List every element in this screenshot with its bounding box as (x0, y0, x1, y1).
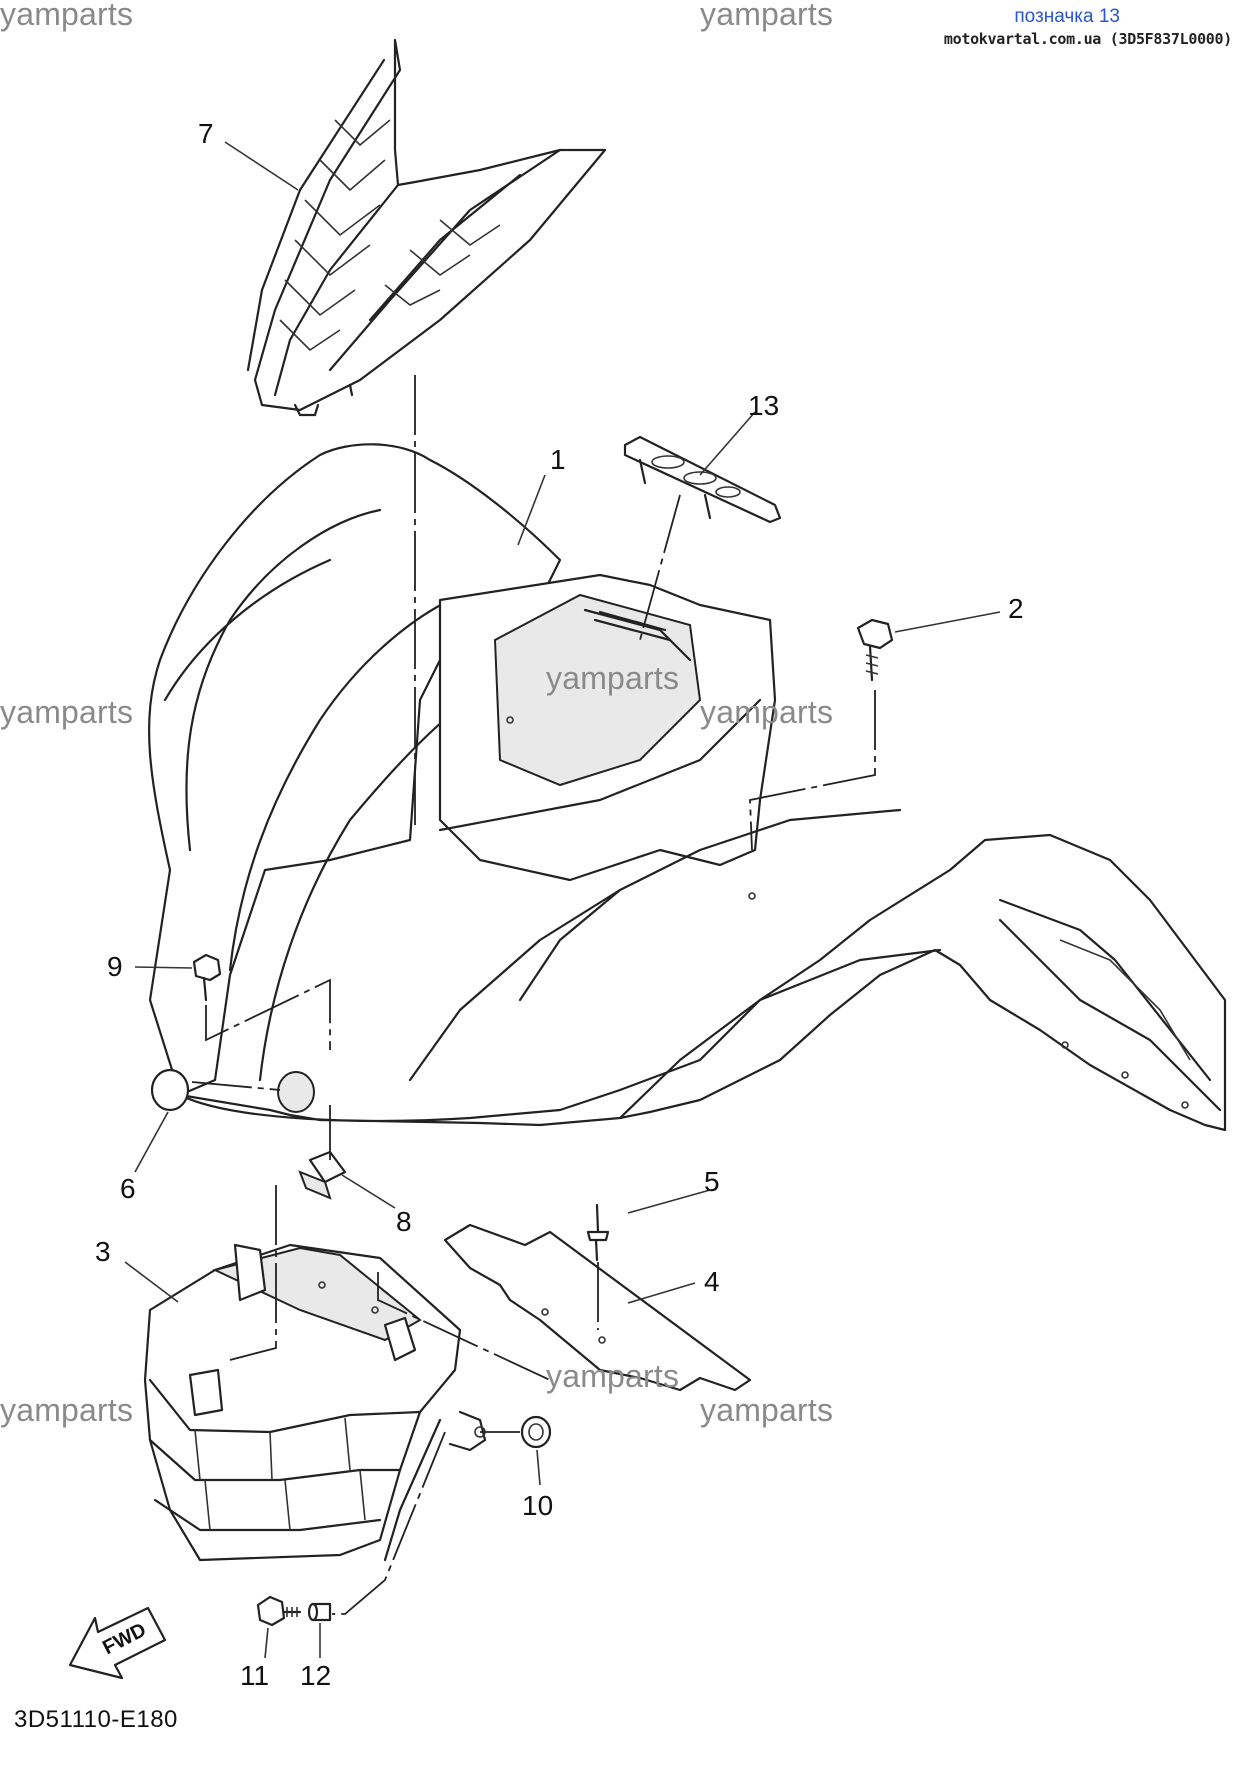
callout-9: 9 (107, 951, 123, 982)
part-2-screw (856, 618, 894, 682)
watermark: yamparts (700, 0, 834, 32)
callout-7: 7 (198, 118, 214, 149)
callout-5: 5 (704, 1166, 720, 1197)
part-1-front-fender (148, 443, 1227, 1132)
watermark: yamparts (700, 694, 834, 730)
part-6-cap (150, 1068, 190, 1112)
callout-8: 8 (396, 1206, 412, 1237)
watermark: yamparts (0, 0, 134, 32)
part-7-grille (246, 38, 607, 417)
callout-11: 11 (240, 1660, 270, 1691)
watermark: yamparts (546, 1358, 680, 1394)
watermark: yamparts (546, 660, 680, 696)
callout-10: 10 (522, 1490, 554, 1521)
callout-4: 4 (704, 1266, 720, 1297)
assembly-lines (191, 375, 876, 1615)
callout-13: 13 (748, 390, 780, 421)
part-11-bolt (256, 1595, 302, 1627)
callout-3: 3 (95, 1236, 111, 1267)
part-9-screw (192, 953, 222, 1002)
reference-label: позначка 13 (1014, 6, 1120, 27)
part-8-clip (298, 1150, 347, 1200)
callout-2: 2 (1008, 593, 1024, 624)
watermark: yamparts (700, 1392, 834, 1428)
callout-1: 1 (550, 444, 566, 475)
diagram-code: 3D51110-E180 (14, 1706, 178, 1733)
source-label: motokvartal.com.ua (3D5F837L0000) (943, 30, 1232, 48)
leader-lines (124, 141, 1001, 1659)
watermark: yamparts (0, 1392, 134, 1428)
part-13-emblem (593, 435, 782, 642)
part-5-rivet (586, 1203, 610, 1262)
part-10-grommet (520, 1415, 552, 1449)
fwd-arrow (68, 1606, 167, 1680)
part-3-lower-guard (143, 1243, 487, 1562)
watermark: yamparts (0, 694, 134, 730)
callout-6: 6 (120, 1173, 136, 1204)
part-12-collar (307, 1602, 332, 1622)
callout-12: 12 (300, 1660, 332, 1691)
